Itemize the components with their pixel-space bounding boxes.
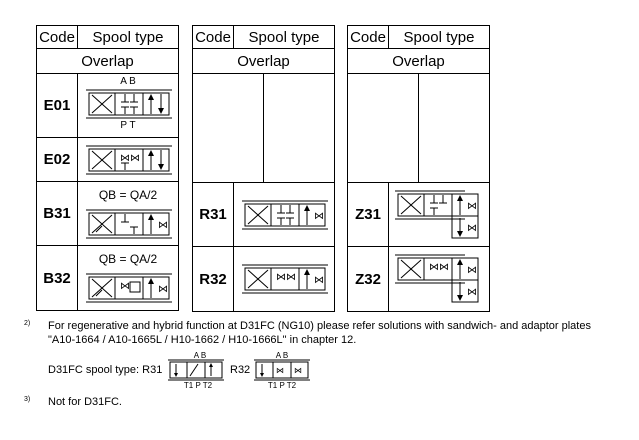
svg-text:⋈: ⋈ (276, 272, 286, 283)
flow-formula-b31: QB = QA/2 (98, 188, 158, 202)
r31-ab-label: A B (193, 351, 207, 360)
table3-empty (348, 74, 489, 183)
header-code: Code (348, 26, 389, 48)
header-spool-type: Spool type (403, 28, 475, 46)
r32-ab-label: A B (275, 351, 289, 360)
r31-tpt-label: T1 P T2 (183, 381, 213, 390)
valve-symbol-b31: ⋈ (86, 209, 172, 239)
svg-text:⋈: ⋈ (429, 262, 439, 273)
valve-symbol-r32: ⋈⋈ ⋈ (242, 264, 328, 294)
r32-tpt-label: T1 P T2 (267, 381, 297, 390)
symbol-r31: ⋈ (234, 183, 334, 246)
row-r32: R32 ⋈⋈ ⋈ (193, 247, 334, 311)
r32-label: R32 (230, 364, 251, 376)
valve-symbol-e02: ⋈⋈ (86, 145, 172, 175)
code-z32: Z32 (348, 247, 389, 311)
svg-text:⋈: ⋈ (158, 284, 168, 295)
header-spool-type: Spool type (92, 28, 164, 46)
valve-symbol-e01 (86, 89, 172, 119)
svg-text:⋈: ⋈ (467, 223, 477, 234)
footnote-3-text: Not for D31FC. (48, 396, 122, 408)
svg-text:⋈: ⋈ (286, 272, 296, 283)
svg-text:⋈: ⋈ (130, 153, 140, 164)
spool-type-label: D31FC spool type: R31 (48, 364, 163, 376)
valve-symbol-b32: ⋈ ⋈ (86, 273, 172, 303)
symbol-z32: ⋈⋈ ⋈ ⋈ (389, 247, 489, 311)
connector-line (263, 74, 264, 182)
row-e01: E01 A B P T (37, 74, 178, 138)
r31-mini-symbol (168, 359, 224, 381)
spool-table-3: Code Spool type Overlap Z31 ⋈ (347, 25, 490, 312)
code-r32: R32 (193, 247, 234, 311)
code-e01: E01 (37, 74, 78, 137)
overlap-label: Overlap (193, 49, 334, 74)
svg-text:⋈: ⋈ (314, 275, 324, 286)
row-z31: Z31 ⋈ ⋈ (348, 183, 489, 247)
row-e02: E02 ⋈⋈ (37, 138, 178, 182)
header-code: Code (37, 26, 78, 48)
spool-table-1: Code Spool type Overlap E01 A B P T (36, 25, 179, 311)
r32-mini-symbol: ⋈ ⋈ (254, 359, 310, 381)
code-z31: Z31 (348, 183, 389, 246)
label-pt: P T (120, 120, 136, 131)
footnote-2-line2: "A10-1664 / A10-1665L / H10-1662 / H10-1… (48, 334, 357, 346)
valve-symbol-r31: ⋈ (242, 200, 328, 230)
connector-line (418, 74, 419, 182)
header-code: Code (193, 26, 234, 48)
footnote-2-line1: For regenerative and hybrid function at … (48, 320, 591, 332)
valve-symbol-z32: ⋈⋈ ⋈ ⋈ (395, 254, 479, 303)
row-r31: R31 ⋈ (193, 183, 334, 247)
table2-header: Code Spool type (193, 26, 334, 49)
label-ab: A B (120, 76, 136, 87)
valve-symbol-z31: ⋈ ⋈ (395, 190, 479, 239)
symbol-e02: ⋈⋈ (78, 138, 178, 181)
svg-text:⋈: ⋈ (120, 153, 130, 164)
header-spool-type: Spool type (248, 28, 320, 46)
row-z32: Z32 ⋈⋈ ⋈ ⋈ (348, 247, 489, 311)
symbol-b32: QB = QA/2 ⋈ ⋈ (78, 246, 178, 310)
spool-table-2: Code Spool type Overlap R31 ⋈ (192, 25, 335, 312)
overlap-label: Overlap (348, 49, 489, 74)
svg-text:⋈: ⋈ (314, 211, 324, 222)
svg-text:⋈: ⋈ (439, 262, 449, 273)
code-b31: B31 (37, 182, 78, 245)
symbol-e01: A B P T (78, 74, 178, 137)
symbol-z31: ⋈ ⋈ (389, 183, 489, 246)
footnote-3-mark: 3) (24, 396, 31, 403)
table2-empty (193, 74, 334, 183)
row-b32: B32 QB = QA/2 ⋈ ⋈ (37, 246, 178, 310)
svg-text:⋈: ⋈ (467, 265, 477, 276)
row-b31: B31 QB = QA/2 ⋈ (37, 182, 178, 246)
table1-header: Code Spool type (37, 26, 178, 49)
symbol-r32: ⋈⋈ ⋈ (234, 247, 334, 311)
svg-text:⋈: ⋈ (467, 287, 477, 298)
svg-text:⋈: ⋈ (276, 366, 284, 375)
svg-text:⋈: ⋈ (467, 201, 477, 212)
overlap-label: Overlap (37, 49, 178, 74)
table3-header: Code Spool type (348, 26, 489, 49)
svg-text:⋈: ⋈ (158, 220, 168, 231)
code-b32: B32 (37, 246, 78, 310)
svg-text:⋈: ⋈ (294, 366, 302, 375)
symbol-b31: QB = QA/2 ⋈ (78, 182, 178, 245)
flow-formula-b32: QB = QA/2 (98, 252, 158, 266)
code-e02: E02 (37, 138, 78, 181)
svg-text:⋈: ⋈ (120, 281, 130, 292)
code-r31: R31 (193, 183, 234, 246)
footnote-2-mark: 2) (24, 320, 31, 327)
